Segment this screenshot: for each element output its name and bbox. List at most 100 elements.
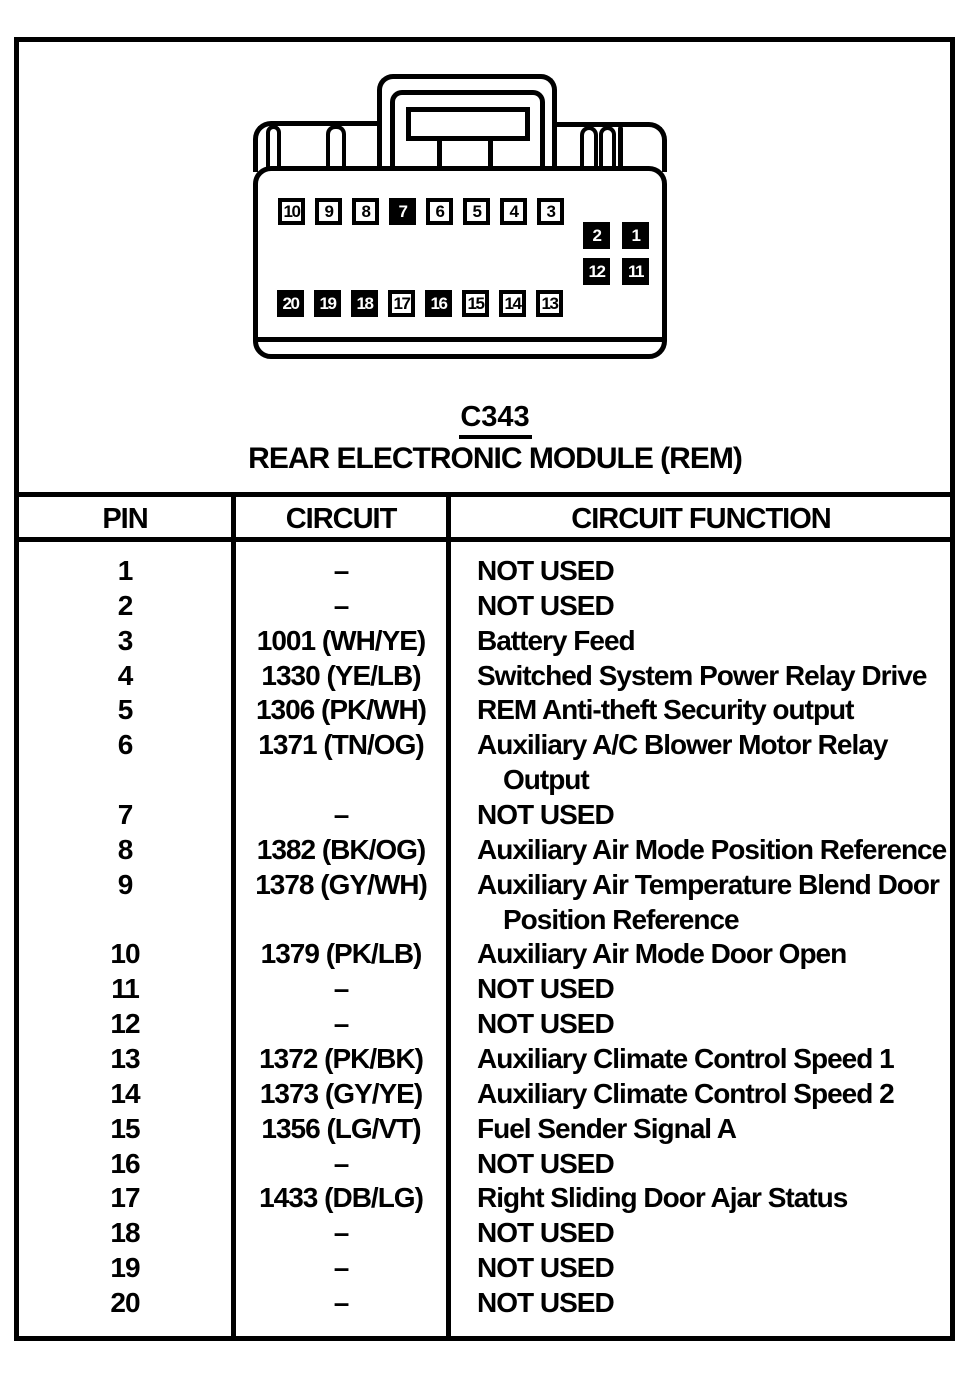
function-cell-6: Auxiliary A/C Blower Motor Relay	[477, 729, 888, 761]
pin-cell-17: 17	[110, 1182, 140, 1214]
pin-2: 2	[583, 222, 610, 249]
circuit-cell-9: 1378 (GY/WH)	[255, 868, 428, 900]
pin-8: 8	[352, 198, 379, 225]
circuit-cell-10: 1379 (PK/LB)	[260, 938, 423, 970]
circuit-cell-3: 1001 (WH/YE)	[256, 624, 427, 656]
function-cell-12: NOT USED	[477, 1008, 615, 1040]
pin-9: 9	[315, 198, 342, 225]
pin-cell-4: 4	[117, 659, 134, 691]
pin-12: 12	[583, 258, 610, 285]
pin-7: 7	[389, 198, 416, 225]
function-cell-7: NOT USED	[477, 799, 615, 831]
pin-1: 1	[622, 222, 649, 249]
function-cell-11: NOT USED	[477, 973, 615, 1005]
pin-15: 15	[462, 290, 489, 317]
pin-4: 4	[500, 198, 527, 225]
circuit-cell-20: –	[333, 1287, 350, 1319]
circuit-cell-19: –	[333, 1252, 350, 1284]
pin-cell-9: 9	[117, 868, 134, 900]
pin-3: 3	[537, 198, 564, 225]
page-border	[14, 37, 955, 1341]
connector-id-title: C343	[460, 401, 530, 433]
pin-cell-7: 7	[117, 799, 134, 831]
pin-14: 14	[499, 290, 526, 317]
pin-cell-11: 11	[111, 973, 140, 1005]
circuit-cell-2: –	[333, 589, 350, 621]
circuit-cell-14: 1373 (GY/YE)	[259, 1077, 423, 1109]
function-cell-9-cont: Position Reference	[503, 903, 740, 935]
function-cell-19: NOT USED	[477, 1252, 615, 1284]
circuit-cell-4: 1330 (YE/LB)	[261, 659, 421, 691]
header-function: CIRCUIT FUNCTION	[571, 503, 831, 535]
function-cell-20: NOT USED	[477, 1287, 615, 1319]
function-cell-3: Battery Feed	[477, 624, 636, 656]
connector-right-rib-2	[599, 126, 616, 172]
pin-cell-spacer	[19, 903, 231, 938]
function-cell-15: Fuel Sender Signal A	[477, 1112, 737, 1144]
connector-bottom-lip-line	[258, 337, 662, 342]
circuit-cell-15: 1356 (LG/VT)	[261, 1112, 421, 1144]
pin-cell-19: 19	[110, 1252, 140, 1284]
function-cell-1: NOT USED	[477, 555, 615, 586]
pin-cell-18: 18	[110, 1217, 140, 1249]
pin-cell-12: 12	[110, 1008, 140, 1040]
function-cell-6-cont: Output	[503, 764, 590, 796]
connector-right-cap-line	[618, 126, 623, 172]
function-cell-16: NOT USED	[477, 1147, 615, 1179]
table-header-rule	[14, 537, 955, 542]
pin-19: 19	[314, 290, 341, 317]
connector-latch-slot	[406, 107, 530, 141]
function-cell-14: Auxiliary Climate Control Speed 2	[477, 1077, 895, 1109]
table-column-divider-1	[231, 492, 236, 1341]
circuit-cell-13: 1372 (PK/BK)	[259, 1043, 424, 1075]
pin-cell-10: 10	[110, 938, 140, 970]
pin-cell-5: 5	[117, 694, 134, 726]
connector-left-rib-1	[266, 125, 281, 172]
connector-left-rib-2	[326, 125, 346, 172]
circuit-column: ––1001 (WH/YE)1330 (YE/LB)1306 (PK/WH)13…	[236, 554, 446, 1321]
table-column-divider-2	[446, 492, 451, 1341]
pin-cell-15: 15	[110, 1112, 140, 1144]
pin-cell-14: 14	[110, 1077, 140, 1109]
pin-6: 6	[426, 198, 453, 225]
circuit-cell-11: –	[333, 973, 350, 1005]
function-cell-10: Auxiliary Air Mode Door Open	[477, 938, 847, 970]
circuit-cell-8: 1382 (BK/OG)	[256, 833, 427, 865]
pin-5: 5	[463, 198, 490, 225]
circuit-cell-17: 1433 (DB/LG)	[259, 1182, 424, 1214]
table-top-rule	[14, 492, 955, 497]
pin-cell-1: 1	[117, 555, 134, 586]
header-pin: PIN	[102, 503, 148, 535]
pin-cell-13: 13	[110, 1043, 140, 1075]
function-cell-13: Auxiliary Climate Control Speed 1	[477, 1043, 895, 1075]
pin-cell-3: 3	[117, 624, 134, 656]
circuit-cell-7: –	[333, 799, 350, 831]
circuit-cell-12: –	[333, 1008, 350, 1040]
circuit-cell-spacer	[236, 763, 446, 798]
connector-name-title: REAR ELECTRONIC MODULE (REM)	[248, 442, 743, 475]
circuit-cell-5: 1306 (PK/WH)	[255, 694, 427, 726]
header-circuit: CIRCUIT	[285, 503, 398, 535]
circuit-cell-6: 1371 (TN/OG)	[258, 729, 424, 761]
function-cell-4: Switched System Power Relay Drive	[477, 659, 927, 691]
pin-13: 13	[536, 290, 563, 317]
pin-11: 11	[622, 258, 649, 285]
pin-16: 16	[425, 290, 452, 317]
circuit-cell-spacer	[236, 903, 446, 938]
pin-cell-2: 2	[117, 589, 134, 621]
circuit-cell-1: –	[333, 555, 350, 586]
circuit-cell-18: –	[333, 1217, 350, 1249]
connector-id-underline	[459, 435, 532, 439]
pin-cell-6: 6	[117, 729, 134, 761]
pin-cell-8: 8	[117, 833, 134, 865]
function-cell-5: REM Anti-theft Security output	[477, 694, 854, 726]
pin-cell-spacer	[19, 763, 231, 798]
function-cell-2: NOT USED	[477, 589, 615, 621]
function-cell-17: Right Sliding Door Ajar Status	[477, 1182, 848, 1214]
function-cell-9: Auxiliary Air Temperature Blend Door	[477, 868, 940, 900]
